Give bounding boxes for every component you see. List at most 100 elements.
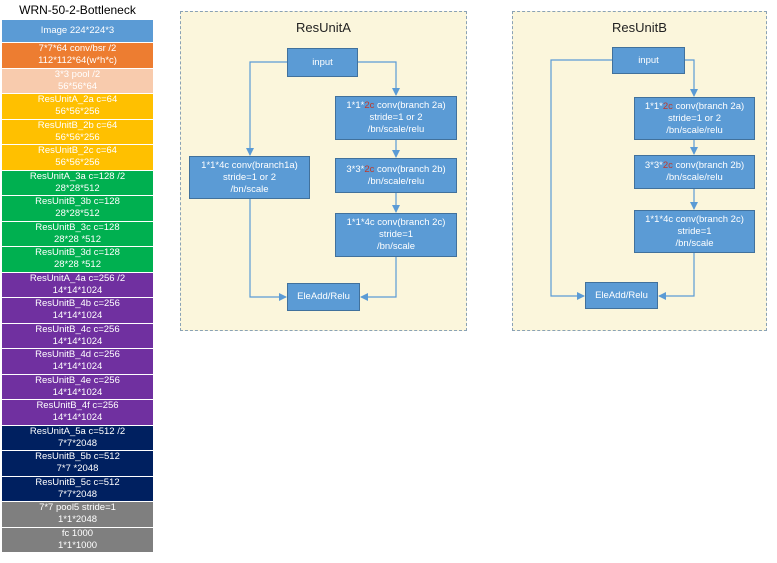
unit-a-branch1a-node: 1*1*4c conv(branch1a)stride=1 or 2/bn/sc… <box>189 156 310 199</box>
layer-row-12-line-1: 14*14*1024 <box>52 335 103 347</box>
layer-row-10-line-1: 14*14*1024 <box>52 284 103 296</box>
unit-b-branch2c-node: 1*1*4c conv(branch 2c)stride=1/bn/scale <box>634 210 755 253</box>
unit-a-branch2a-node: 1*1*2c conv(branch 2a)stride=1 or 2/bn/s… <box>335 96 457 140</box>
layer-row-12-line-0: ResUnitB_4c c=256 <box>35 323 120 335</box>
layer-row-6-line-0: ResUnitA_3a c=128 /2 <box>29 170 126 182</box>
layer-row-17-line-0: ResUnitB_5b c=512 <box>35 451 120 463</box>
unit-a-branch2a-line-2: /bn/scale/relu <box>367 124 425 135</box>
layer-row-5-line-1: 56*56*256 <box>55 157 100 169</box>
unit-a-branch2c-line-2: /bn/scale <box>376 241 416 252</box>
unit-b-branch2b-node: 3*3*2c conv(branch 2b)/bn/scale/relu <box>634 155 755 189</box>
unit-b-eleadd-node: EleAdd/Relu <box>585 282 658 309</box>
layer-row-16-line-0: ResUnitA_5a c=512 /2 <box>29 425 126 437</box>
layer-row-9-line-0: ResUnitB_3d c=128 <box>35 247 120 259</box>
unit-a-branch2c-line-1: stride=1 <box>378 229 414 240</box>
unit-b-branch2b-line-1: /bn/scale/relu <box>666 172 723 183</box>
unit-a-edge-2c-to-add <box>360 257 397 301</box>
unit-a-eleadd-node: EleAdd/Relu <box>287 283 360 311</box>
layer-row-9-line-1: 28*28 *512 <box>53 259 102 271</box>
layer-row-14-line-1: 14*14*1024 <box>52 386 103 398</box>
layer-row-2-line-0: 3*3 pool /2 <box>54 68 101 80</box>
layer-row-3-line-0: ResUnitA_2a c=64 <box>37 94 118 106</box>
unit-a-branch1a-line-0: 1*1*4c conv(branch1a) <box>201 159 298 171</box>
layer-row-0: Image 224*224*3 <box>2 20 153 43</box>
layer-row-19-line-0: 7*7 pool5 stride=1 <box>39 502 116 514</box>
layer-row-18-line-1: 7*7*2048 <box>57 488 98 500</box>
unit-b-branch2c-line-0: 1*1*4c conv(branch 2c) <box>645 213 744 225</box>
unit-a-branch2b-highlight: 2c <box>364 163 375 175</box>
unit-b-edge-input-to-branch2a <box>685 59 698 97</box>
resunit-a-title: ResUnitA <box>296 20 351 35</box>
unit-b-branch2c-line-2: /bn/scale <box>675 237 714 249</box>
layer-row-19-line-1: 1*1*2048 <box>57 514 98 526</box>
layer-row-1-line-0: 7*7*64 conv/bsr /2 <box>38 43 117 55</box>
layer-row-15-line-0: ResUnitB_4f c=256 <box>36 400 119 412</box>
unit-a-branch1a-line-2: /bn/scale <box>230 183 269 195</box>
unit-a-branch2c-line-0: 1*1*4c conv(branch 2c) <box>346 217 446 228</box>
layer-row-13-line-0: ResUnitB_4d c=256 <box>35 349 120 361</box>
layer-row-11-line-1: 14*14*1024 <box>52 310 103 322</box>
layer-row-8-line-1: 28*28 *512 <box>53 233 102 245</box>
unit-a-edge-input-to-branch2a <box>358 61 400 96</box>
layer-row-3-line-1: 56*56*256 <box>55 106 100 118</box>
layer-row-8-line-0: ResUnitB_3c c=128 <box>35 221 120 233</box>
resunit-b-title: ResUnitB <box>612 20 667 35</box>
layer-row-1-line-1: 112*112*64(w*h*c) <box>38 55 117 67</box>
layer-row-11-line-0: ResUnitB_4b c=256 <box>35 298 120 310</box>
unit-b-input-label: input <box>638 54 659 66</box>
unit-b-branch2a-line-0: 1*1*2c conv(branch 2a) <box>644 100 745 112</box>
layer-row-4-line-0: ResUnitB_2b c=64 <box>37 119 118 131</box>
unit-a-branch2a-highlight: 2c <box>364 100 375 111</box>
layer-row-2-line-1: 56*56*64 <box>57 80 98 92</box>
layer-row-7-line-1: 28*28*512 <box>55 208 100 220</box>
layer-row-13-line-1: 14*14*1024 <box>52 361 103 373</box>
unit-b-eleadd-label: EleAdd/Relu <box>595 289 648 301</box>
unit-a-branch2b-line-0: 3*3*2c conv(branch 2b) <box>346 163 446 175</box>
layer-row-0-line-0: Image 224*224*3 <box>40 25 115 36</box>
unit-a-branch2c-node: 1*1*4c conv(branch 2c)stride=1/bn/scale <box>335 213 457 257</box>
unit-a-input-label: input <box>312 56 333 68</box>
unit-a-input-node: input <box>287 48 358 77</box>
layer-row-10-line-0: ResUnitA_4a c=256 /2 <box>29 272 126 284</box>
layer-row-4-line-1: 56*56*256 <box>55 131 100 143</box>
unit-b-branch2a-node: 1*1*2c conv(branch 2a)stride=1 or 2/bn/s… <box>634 97 755 140</box>
unit-b-edge-input-to-add <box>550 59 612 300</box>
unit-b-branch2b-highlight: 2c <box>662 160 673 171</box>
layer-row-17-line-1: 7*7 *2048 <box>56 463 99 475</box>
layer-row-16-line-1: 7*7*2048 <box>57 437 98 449</box>
layer-row-5-line-0: ResUnitB_2c c=64 <box>38 145 117 157</box>
unit-a-edge-branch1a-to-add <box>249 199 287 301</box>
unit-b-branch2a-line-1: stride=1 or 2 <box>667 112 722 124</box>
layer-row-20-line-0: fc 1000 <box>61 527 94 539</box>
layer-row-15-line-1: 14*14*1024 <box>52 412 103 424</box>
unit-a-branch2a-line-0: 1*1*2c conv(branch 2a) <box>346 100 446 111</box>
unit-a-branch2a-line-1: stride=1 or 2 <box>369 112 423 123</box>
unit-b-branch2b-line-0: 3*3*2c conv(branch 2b) <box>644 160 745 171</box>
layer-row-14-line-0: ResUnitB_4e c=256 <box>35 374 120 386</box>
unit-b-edge-2c-to-add <box>658 253 695 300</box>
unit-a-branch2b-node: 3*3*2c conv(branch 2b)/bn/scale/relu <box>335 158 457 193</box>
network-title: WRN-50-2-Bottleneck <box>19 3 136 17</box>
unit-a-edge-input-to-branch1a <box>246 61 287 156</box>
unit-a-branch2b-line-1: /bn/scale/relu <box>367 175 425 187</box>
